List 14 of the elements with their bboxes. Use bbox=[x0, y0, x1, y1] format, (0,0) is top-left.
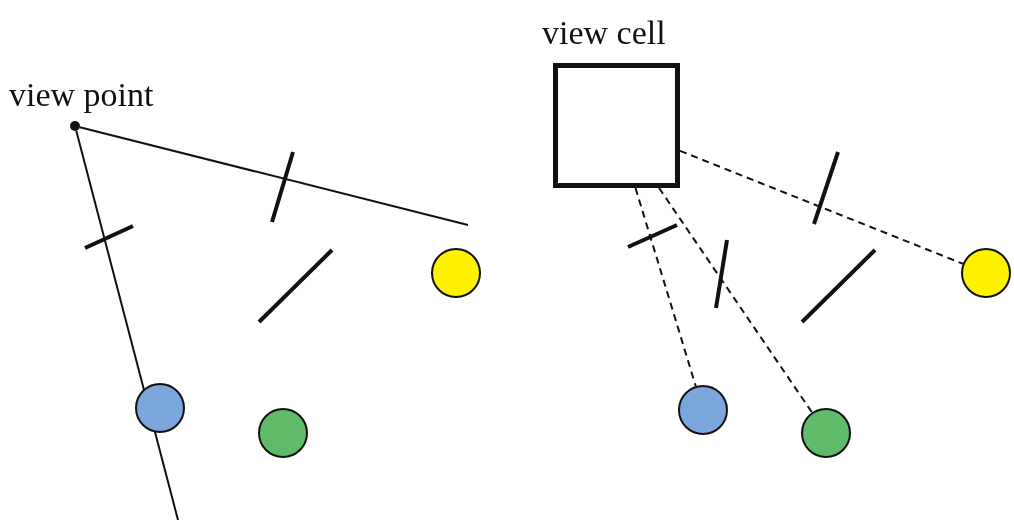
dashed-line bbox=[634, 187, 697, 388]
object-circle bbox=[961, 248, 1011, 298]
sight-line bbox=[75, 129, 179, 520]
view-point-dot bbox=[70, 121, 80, 131]
dashed-line bbox=[679, 149, 964, 265]
object-circle bbox=[678, 385, 728, 435]
node-label: view cell bbox=[542, 16, 666, 50]
object-circle bbox=[431, 248, 481, 298]
object-circle bbox=[135, 383, 185, 433]
object-circle bbox=[801, 408, 851, 458]
object-circle bbox=[258, 408, 308, 458]
dashed-line bbox=[658, 187, 813, 414]
sight-line bbox=[78, 126, 469, 226]
point-label: view point bbox=[9, 78, 154, 112]
